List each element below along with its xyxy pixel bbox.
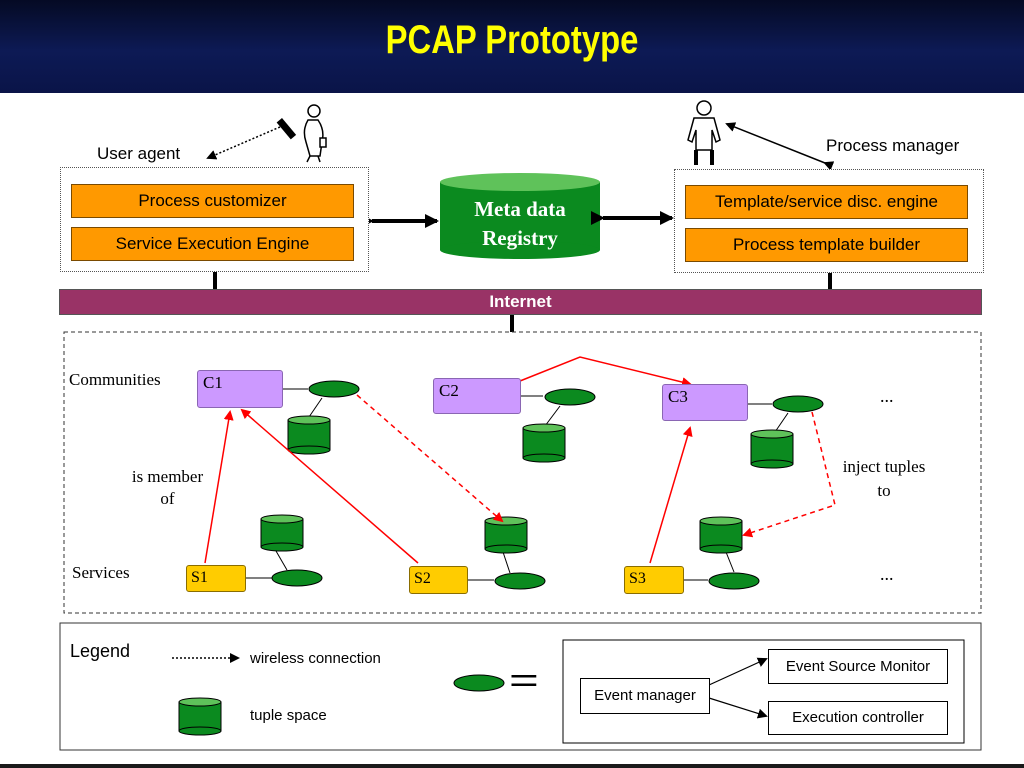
meta-data-registry-cylinder: [440, 173, 600, 259]
service-s1: S1: [186, 565, 246, 592]
community-c3: C3: [662, 384, 748, 421]
event-manager-box: Event manager: [580, 678, 710, 714]
legend-tuple-space-label: tuple space: [250, 707, 327, 724]
tuple-space-s3: [699, 516, 743, 554]
process-customizer-box: Process customizer: [71, 184, 354, 218]
process-manager-link: [725, 122, 835, 171]
wireless-link-user: [206, 126, 281, 160]
tuple-spaces: [260, 415, 794, 554]
legend-area: [59, 622, 982, 751]
tuple-space-c1: [287, 415, 331, 455]
user-agent-label: User agent: [97, 144, 181, 163]
registry-label-line1: Meta data: [474, 197, 566, 221]
member-of-line2: of: [160, 489, 175, 508]
process-manager-person-icon: [687, 100, 721, 165]
inject-tuples-label: inject tuples to: [828, 455, 940, 503]
communities-label: Communities: [69, 370, 161, 389]
service-s3: S3: [624, 566, 684, 594]
legend-oval-icon: [453, 674, 505, 692]
legend-title: Legend: [70, 641, 131, 661]
member-of-label: is member of: [110, 466, 225, 510]
tuple-space-c2: [522, 423, 566, 463]
process-manager-label: Process manager: [826, 136, 960, 155]
tuple-space-s2: [484, 516, 528, 554]
service-execution-engine-box: Service Execution Engine: [71, 227, 354, 261]
network-area: [63, 331, 982, 614]
legend-arrow-monitor: [699, 657, 768, 693]
execution-controller-box: Execution controller: [768, 701, 948, 735]
graph-connectors: [246, 388, 789, 581]
user-agent-person-icon: [303, 104, 327, 163]
legend-equals-sign: =: [509, 662, 539, 700]
registry-label: Meta data Registry: [440, 195, 600, 253]
community-c1: C1: [197, 370, 283, 408]
tuple-space-c3: [750, 429, 794, 469]
services-ellipsis: ...: [880, 564, 894, 584]
process-template-builder-box: Process template builder: [685, 228, 968, 262]
inject-arrows: [356, 394, 836, 538]
services-label: Services: [72, 563, 130, 582]
event-source-monitor-box: Event Source Monitor: [768, 649, 948, 684]
legend-wireless-label: wireless connection: [250, 650, 381, 667]
internet-bar: Internet: [59, 289, 982, 315]
phone-icon: [276, 118, 297, 140]
title-bar: [0, 0, 1024, 93]
slide-title: PCAP Prototype: [385, 18, 639, 62]
left-internet-connector: [213, 271, 217, 289]
legend-tuple-space-icon: [178, 697, 222, 736]
registry-label-line2: Registry: [482, 226, 558, 250]
inject-tuples-line1: inject tuples: [842, 457, 926, 476]
tuple-space-s1: [260, 514, 304, 552]
legend-arrow-controller: [699, 690, 768, 719]
network-internet-connector: [510, 314, 514, 332]
template-service-disc-engine-box: Template/service disc. engine: [685, 185, 968, 219]
community-c2: C2: [433, 378, 521, 414]
right-internet-connector: [828, 272, 832, 289]
membership-arrows: [204, 356, 693, 564]
service-s2: S2: [409, 566, 468, 594]
communities-ellipsis: ...: [880, 386, 894, 406]
bottom-bar: [0, 764, 1024, 768]
event-manager-ovals: [271, 380, 824, 590]
member-of-line1: is member: [131, 467, 204, 486]
inject-tuples-line2: to: [877, 481, 891, 500]
legend-event-box: [562, 639, 965, 744]
